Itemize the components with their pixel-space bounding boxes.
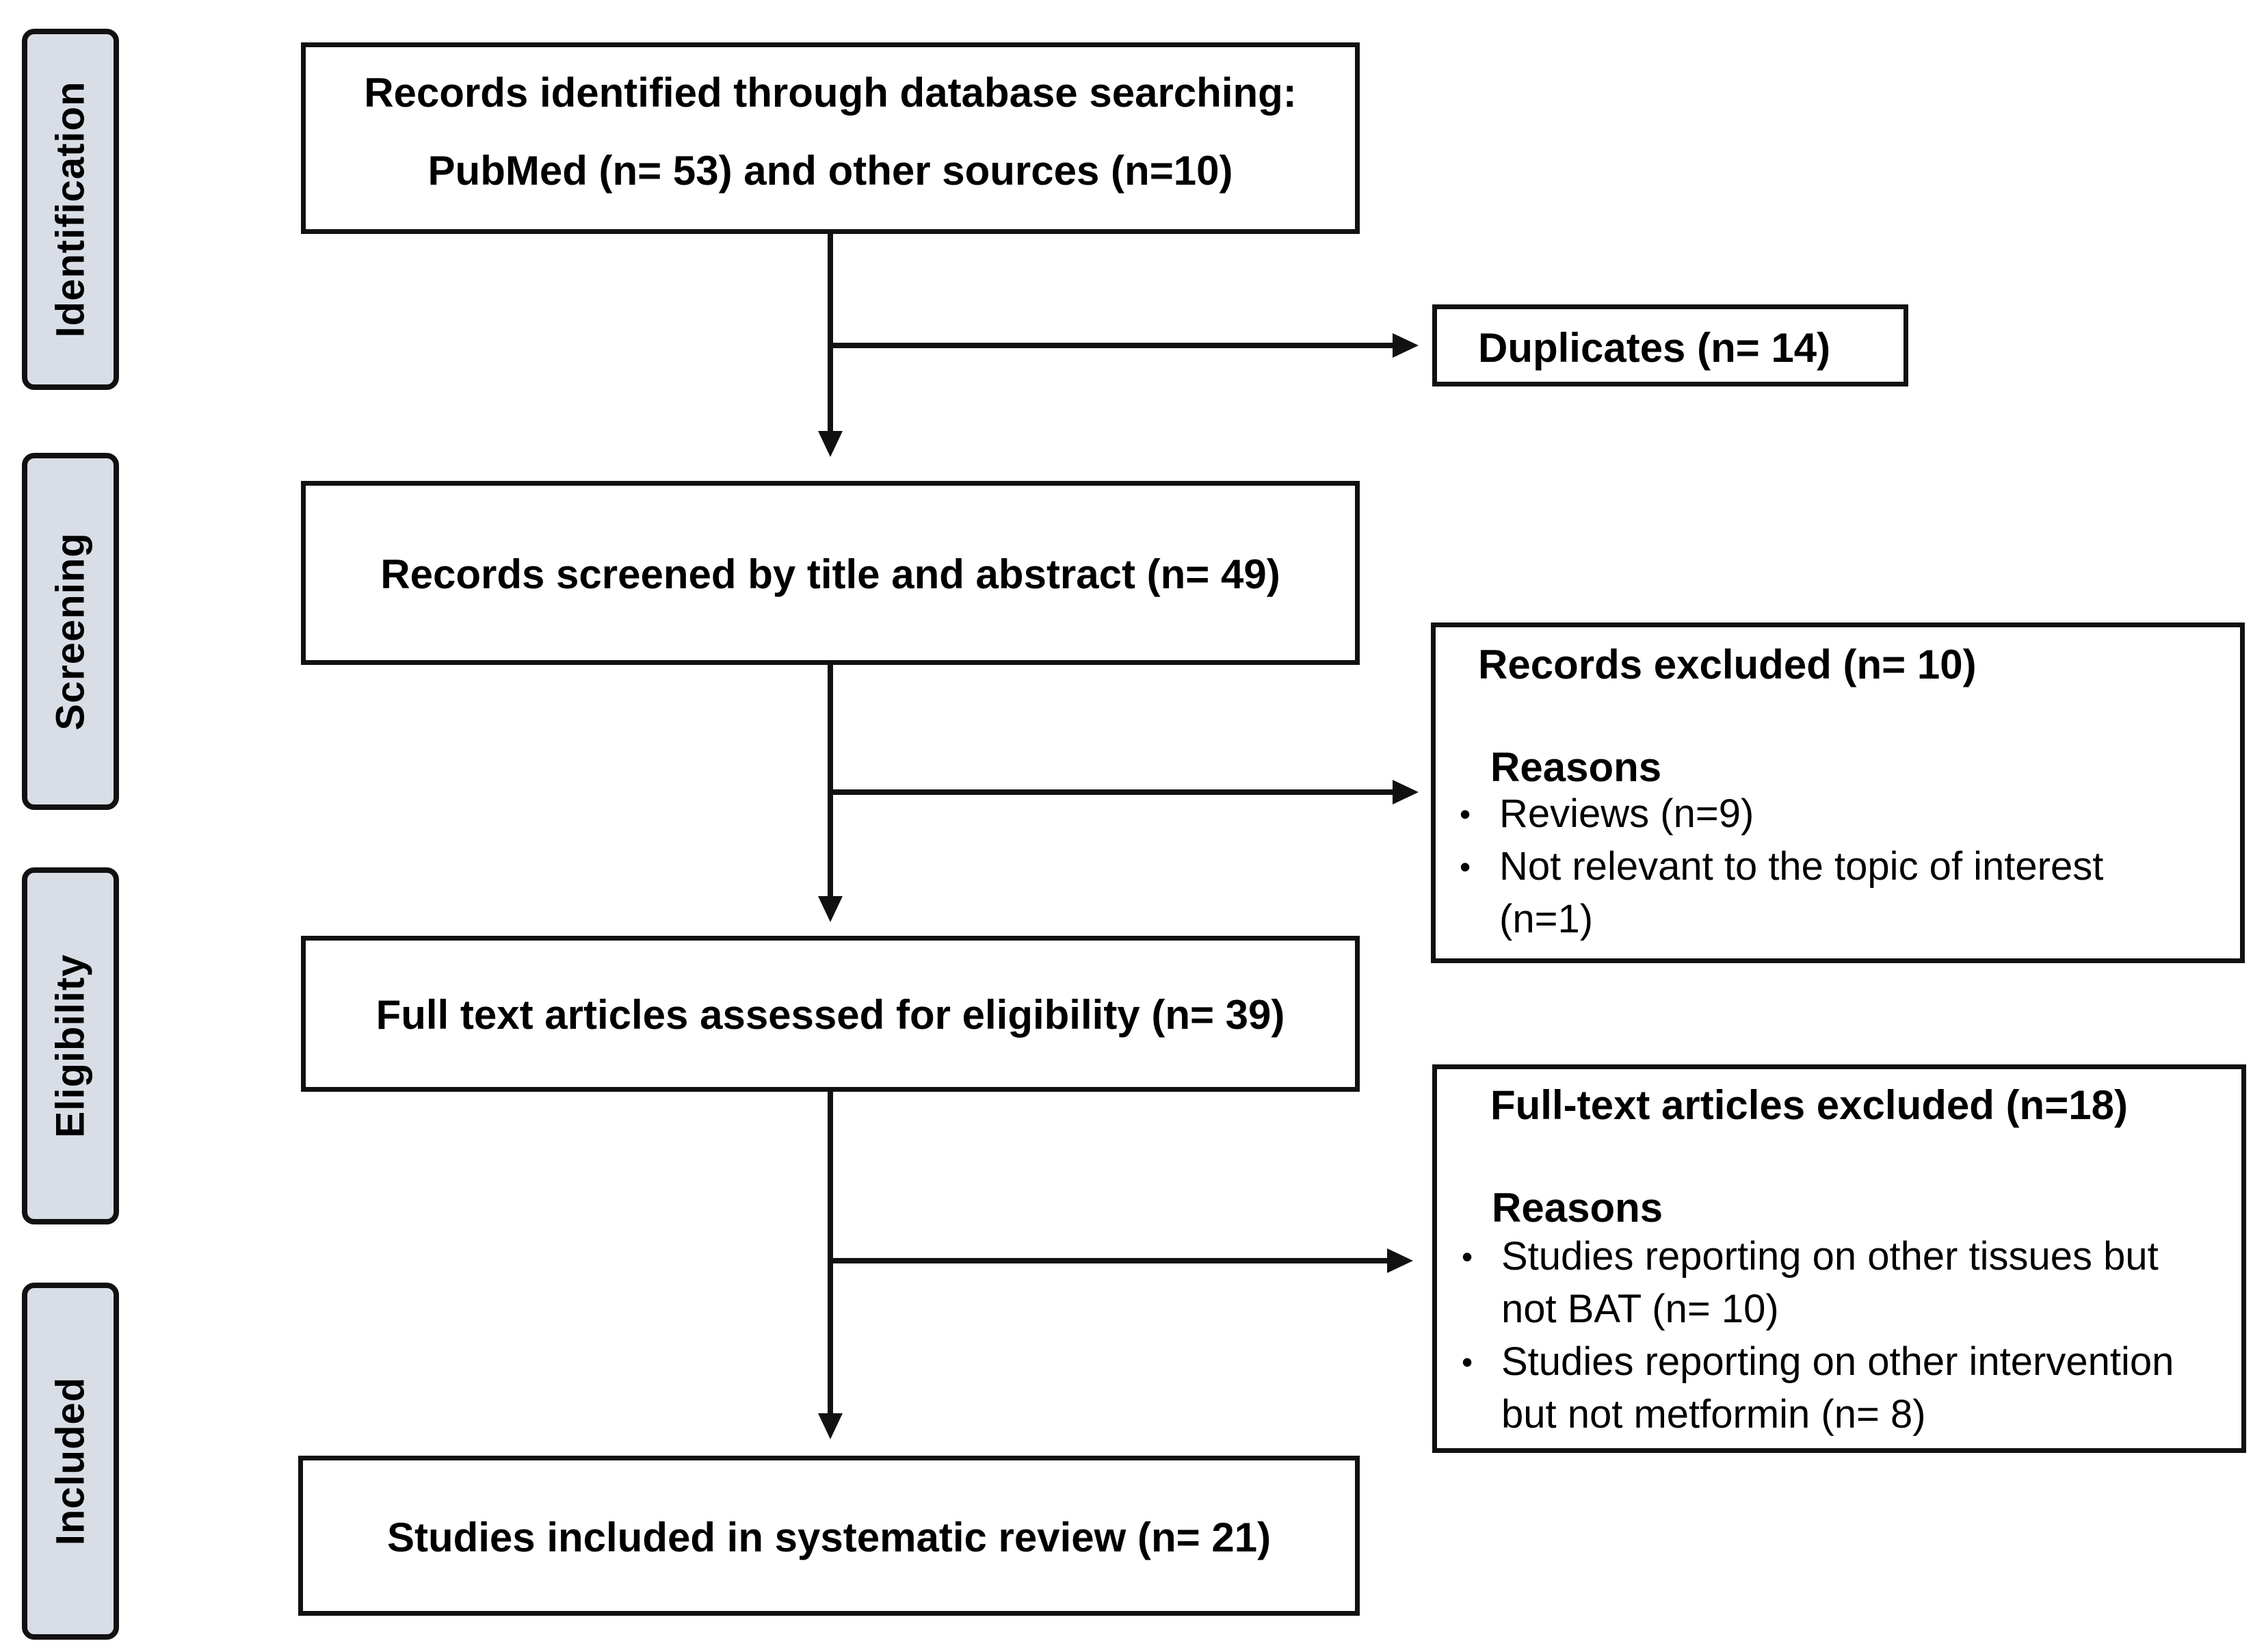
fulltext-excluded-reason-other-tissues-cont: not BAT (n= 10) (1501, 1283, 1779, 1335)
records-screened-box: Records screened by title and abstract (… (301, 481, 1360, 665)
arrowhead-duplicates (1393, 333, 1419, 358)
phase-included: Included (22, 1283, 119, 1640)
duplicates-label: Duplicates (n= 14) (1478, 325, 1831, 371)
records-excluded-reason-not-relevant-cont: (n=1) (1499, 893, 1593, 945)
arrowhead-fulltext-excluded (1387, 1248, 1413, 1273)
arrowhead-screened (818, 431, 843, 457)
bullet-icon: • (1460, 796, 1471, 832)
arrowhead-records-excluded (1393, 780, 1419, 804)
fulltext-excluded-box: Full-text articles excluded (n=18) Reaso… (1432, 1064, 2246, 1453)
reason-text: not BAT (n= 10) (1501, 1287, 1779, 1331)
phase-screening: Screening (22, 453, 119, 810)
reason-text: but not metformin (n= 8) (1501, 1392, 1926, 1437)
fulltext-assessed-box: Full text articles assessed for eligibil… (301, 936, 1360, 1092)
reason-text: Studies reporting on other tissues but (1501, 1234, 2159, 1279)
studies-included-label: Studies included in systematic review (n… (386, 1515, 1272, 1560)
records-excluded-box: Records excluded (n= 10) Reasons • Review… (1431, 622, 2245, 963)
duplicates-box: Duplicates (n= 14) (1432, 304, 1908, 386)
bullet-icon: • (1462, 1239, 1473, 1274)
arrowhead-fulltext (818, 896, 843, 922)
reason-text: Not relevant to the topic of interest (1499, 844, 2104, 889)
bullet-icon: • (1462, 1344, 1473, 1380)
fulltext-excluded-reasons-label: Reasons (1492, 1185, 1663, 1231)
phase-eligibility: Eligibility (22, 867, 119, 1224)
records-screened-label: Records screened by title and abstract (… (380, 551, 1280, 597)
fulltext-excluded-reason-other-intervention-cont: but not metformin (n= 8) (1501, 1389, 1926, 1441)
records-excluded-reason-reviews: • Reviews (n=9) (1460, 788, 1754, 840)
records-identified-line1: Records identified through database sear… (364, 70, 1297, 116)
records-identified-box: Records identified through database sear… (301, 42, 1360, 234)
fulltext-excluded-reason-other-tissues: • Studies reporting on other tissues but (1462, 1231, 2159, 1283)
reason-text: Reviews (n=9) (1499, 791, 1754, 836)
reason-text: (n=1) (1499, 897, 1594, 941)
phase-identification: Identification (22, 29, 119, 390)
bullet-icon: • (1460, 849, 1471, 884)
records-excluded-reason-not-relevant: • Not relevant to the topic of interest (1460, 841, 2104, 893)
fulltext-excluded-title: Full-text articles excluded (n=18) (1490, 1082, 2128, 1128)
fulltext-assessed-label: Full text articles assessed for eligibil… (376, 992, 1285, 1038)
reason-text: Studies reporting on other intervention (1501, 1339, 2174, 1384)
studies-included-box: Studies included in systematic review (n… (298, 1456, 1360, 1616)
records-excluded-reasons-label: Reasons (1490, 744, 1662, 790)
records-excluded-title: Records excluded (n= 10) (1478, 642, 1977, 687)
arrowhead-included (818, 1413, 843, 1439)
fulltext-excluded-reason-other-intervention: • Studies reporting on other intervention (1462, 1336, 2174, 1388)
records-identified-line2: PubMed (n= 53) and other sources (n=10) (427, 148, 1233, 194)
